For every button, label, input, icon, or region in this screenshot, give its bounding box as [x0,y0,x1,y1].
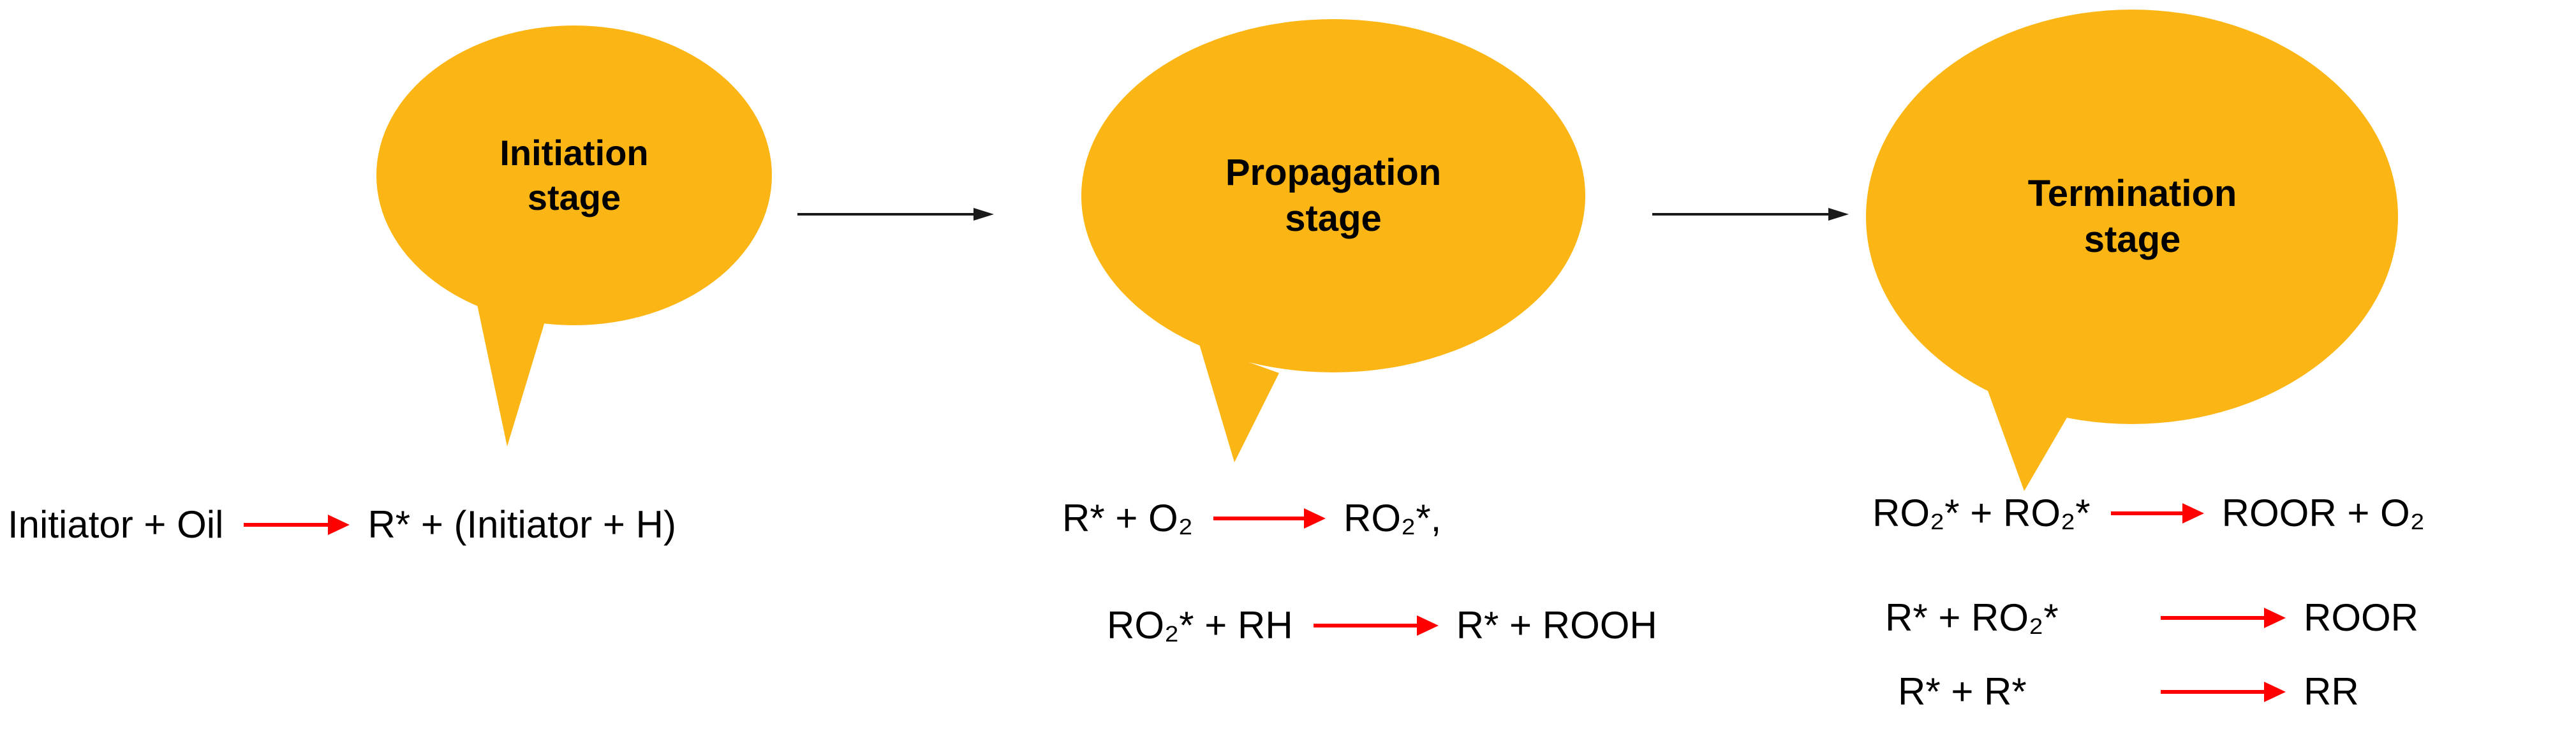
reaction-equation-propagation-1: R* + O₂ RO₂*, [1062,497,1441,539]
speech-bubble-body [376,26,772,325]
reactants: RO₂* + RO₂* [1872,492,2091,534]
reactants: R* + R* [1898,670,2027,713]
reaction-arrow-icon [2161,608,2286,628]
arrow-head [2264,682,2286,702]
reactants: R* + O₂ [1062,497,1194,539]
speech-bubble-tail [1199,344,1279,462]
initiation-stage-bubble [376,26,772,446]
reaction-arrow-icon [2161,682,2286,702]
products: RO₂*, [1344,497,1442,539]
reaction-arrow-icon [2110,503,2204,524]
products: ROOR [2304,596,2418,639]
speech-bubble-tail [472,281,549,446]
reaction-equation-termination-2: R* + RO₂* ROOR [1885,597,2418,639]
products: R* + (Initiator + H) [367,503,676,546]
connector-arrow-propagation-to-termination [1652,208,1849,221]
arrow-head [1304,508,1326,529]
products: ROOR + O₂ [2221,492,2425,534]
reaction-equation-propagation-2: RO₂* + RH R* + ROOH [1107,605,1657,647]
reactants: RO₂* + RH [1107,604,1293,647]
reactants: R* + RO₂* [1885,596,2059,639]
reaction-arrow-icon [244,515,350,535]
speech-bubble-body [1081,19,1585,372]
reaction-arrow-icon [1213,508,1326,529]
reaction-arrow-icon [1313,615,1439,636]
reactants: Initiator + Oil [8,503,224,546]
products: R* + ROOH [1456,604,1657,647]
reaction-equation-termination-1: RO₂* + RO₂* ROOR + O₂ [1872,492,2425,534]
arrow-head [328,515,350,535]
propagation-stage-bubble [1081,19,1585,462]
arrow-head [2182,503,2204,524]
reaction-equation-termination-3: R* + R* RR [1898,671,2359,713]
arrow-head [2264,608,2286,628]
connector-arrow-initiation-to-propagation [797,208,994,221]
arrow-head [1828,208,1849,221]
termination-stage-bubble [1866,10,2398,491]
arrow-head [1416,615,1439,636]
speech-bubble-body [1866,10,2398,424]
speech-bubble-tail [1987,389,2067,491]
products: RR [2304,670,2359,713]
arrow-head [973,208,994,221]
reaction-equation-initiation-1: Initiator + Oil R* + (Initiator + H) [8,504,676,546]
